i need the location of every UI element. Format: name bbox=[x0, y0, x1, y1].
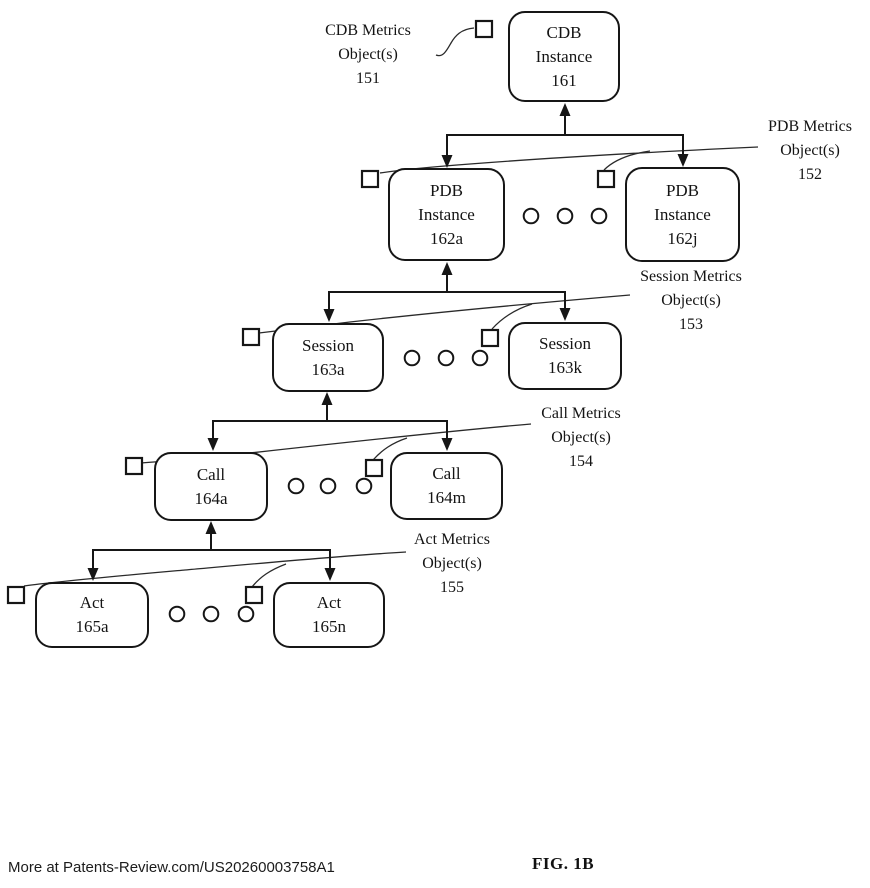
metrics-marker-square-pdb-right bbox=[596, 169, 616, 189]
edge-cdb-to-pdb bbox=[441, 103, 689, 168]
arrowhead-down-icon bbox=[87, 568, 99, 581]
pointer-curve-pdb-spur bbox=[603, 150, 651, 171]
arrowhead-up-icon bbox=[205, 521, 217, 534]
node-line: Session bbox=[539, 334, 591, 353]
node-line: PDB bbox=[429, 180, 464, 200]
arrowhead-up-icon bbox=[441, 262, 453, 275]
node-line: Instance bbox=[654, 204, 711, 224]
node-line: PDB bbox=[665, 180, 700, 200]
node-call-164m: Call 164m bbox=[390, 452, 503, 520]
arrowhead-down-icon bbox=[323, 309, 335, 322]
pointer-curve-session-spur bbox=[491, 303, 533, 330]
label-call-metrics-objects: Call Metrics Object(s) 154 bbox=[501, 402, 661, 474]
ellipsis-dots-act bbox=[168, 605, 255, 623]
label-ref: 152 bbox=[798, 166, 822, 183]
label-ref: 151 bbox=[356, 70, 380, 87]
node-ref: 164a bbox=[194, 488, 228, 508]
node-ref: 165a bbox=[75, 617, 109, 636]
label-line: Session Metrics bbox=[640, 268, 742, 285]
node-line: Session bbox=[302, 335, 354, 355]
arrowhead-up-icon bbox=[559, 103, 571, 116]
label-line: Object(s) bbox=[661, 292, 721, 309]
label-ref: 154 bbox=[569, 453, 593, 470]
node-ref: 163a bbox=[311, 359, 345, 379]
node-act-165n: Act 165n bbox=[273, 582, 385, 648]
label-line: Object(s) bbox=[551, 429, 611, 446]
arrowhead-up-icon bbox=[321, 392, 333, 405]
node-ref: 164m bbox=[427, 488, 466, 507]
label-line: Object(s) bbox=[422, 555, 482, 572]
label-pdb-metrics-objects: PDB Metrics Object(s) 152 bbox=[745, 115, 870, 187]
arrowhead-down-icon bbox=[207, 438, 219, 451]
node-line: Instance bbox=[535, 46, 593, 66]
node-session-163k: Session 163k bbox=[508, 322, 622, 390]
label-line: Act Metrics bbox=[414, 531, 490, 548]
label-ref: 155 bbox=[440, 579, 464, 596]
arrowhead-down-icon bbox=[677, 154, 689, 167]
node-ref: 165n bbox=[312, 617, 346, 636]
node-call-164a: Call 164a bbox=[154, 452, 268, 521]
node-pdb-instance-162a: PDB Instance 162a bbox=[388, 168, 505, 261]
label-line: PDB Metrics bbox=[768, 118, 852, 135]
node-ref: 162j bbox=[667, 228, 698, 248]
label-line: Call Metrics bbox=[541, 405, 621, 422]
node-ref: 163k bbox=[548, 358, 582, 377]
label-line: Object(s) bbox=[780, 142, 840, 159]
arrowhead-down-icon bbox=[324, 568, 336, 581]
metrics-marker-square-session-left bbox=[241, 327, 261, 347]
label-ref: 153 bbox=[679, 316, 703, 333]
ellipsis-dots-session bbox=[403, 349, 489, 367]
node-line: Act bbox=[316, 593, 342, 612]
label-line: CDB Metrics bbox=[325, 22, 411, 39]
label-cdb-metrics-objects: CDB Metrics Object(s) 151 bbox=[288, 19, 448, 91]
label-act-metrics-objects: Act Metrics Object(s) 155 bbox=[372, 528, 532, 600]
metrics-marker-square-call-left bbox=[124, 456, 144, 476]
metrics-marker-square-call-right bbox=[364, 458, 384, 478]
metrics-marker-square-session-right bbox=[480, 328, 500, 348]
source-attribution: More at Patents-Review.com/US20260003758… bbox=[8, 859, 335, 876]
ellipsis-dots-pdb bbox=[522, 207, 608, 225]
metrics-marker-square-cdb bbox=[474, 19, 494, 39]
edge-pdb-to-session bbox=[323, 262, 571, 322]
node-pdb-instance-162j: PDB Instance 162j bbox=[625, 167, 740, 262]
node-ref: 161 bbox=[551, 70, 577, 90]
node-line: Instance bbox=[418, 204, 475, 224]
ellipsis-dots-call bbox=[287, 477, 373, 495]
node-ref: 162a bbox=[429, 228, 464, 248]
node-session-163a: Session 163a bbox=[272, 323, 384, 392]
pointer-curve-call-spur bbox=[372, 437, 408, 461]
edge-call-to-act bbox=[87, 521, 336, 581]
pointer-curve-act-spur bbox=[251, 563, 287, 588]
metrics-marker-square-act-left bbox=[6, 585, 26, 605]
arrowhead-down-icon bbox=[441, 155, 453, 168]
label-line: Object(s) bbox=[338, 46, 398, 63]
label-session-metrics-objects: Session Metrics Object(s) 153 bbox=[601, 265, 781, 337]
node-act-165a: Act 165a bbox=[35, 582, 149, 648]
pointer-curve-act bbox=[23, 551, 407, 587]
node-line: CDB bbox=[546, 22, 582, 42]
edge-session-to-call bbox=[207, 392, 453, 451]
node-line: Act bbox=[79, 593, 105, 612]
metrics-marker-squares bbox=[6, 19, 616, 605]
node-line: Call bbox=[432, 464, 461, 483]
metrics-marker-square-pdb-left bbox=[360, 169, 380, 189]
metrics-marker-square-act-right bbox=[244, 585, 264, 605]
arrowhead-down-icon bbox=[559, 308, 571, 321]
pointer-curve-cdb bbox=[435, 27, 475, 57]
node-line: Call bbox=[196, 464, 226, 484]
figure-caption: FIG. 1B bbox=[532, 854, 595, 873]
arrowhead-down-icon bbox=[441, 438, 453, 451]
node-cdb-instance: CDB Instance 161 bbox=[508, 11, 620, 102]
